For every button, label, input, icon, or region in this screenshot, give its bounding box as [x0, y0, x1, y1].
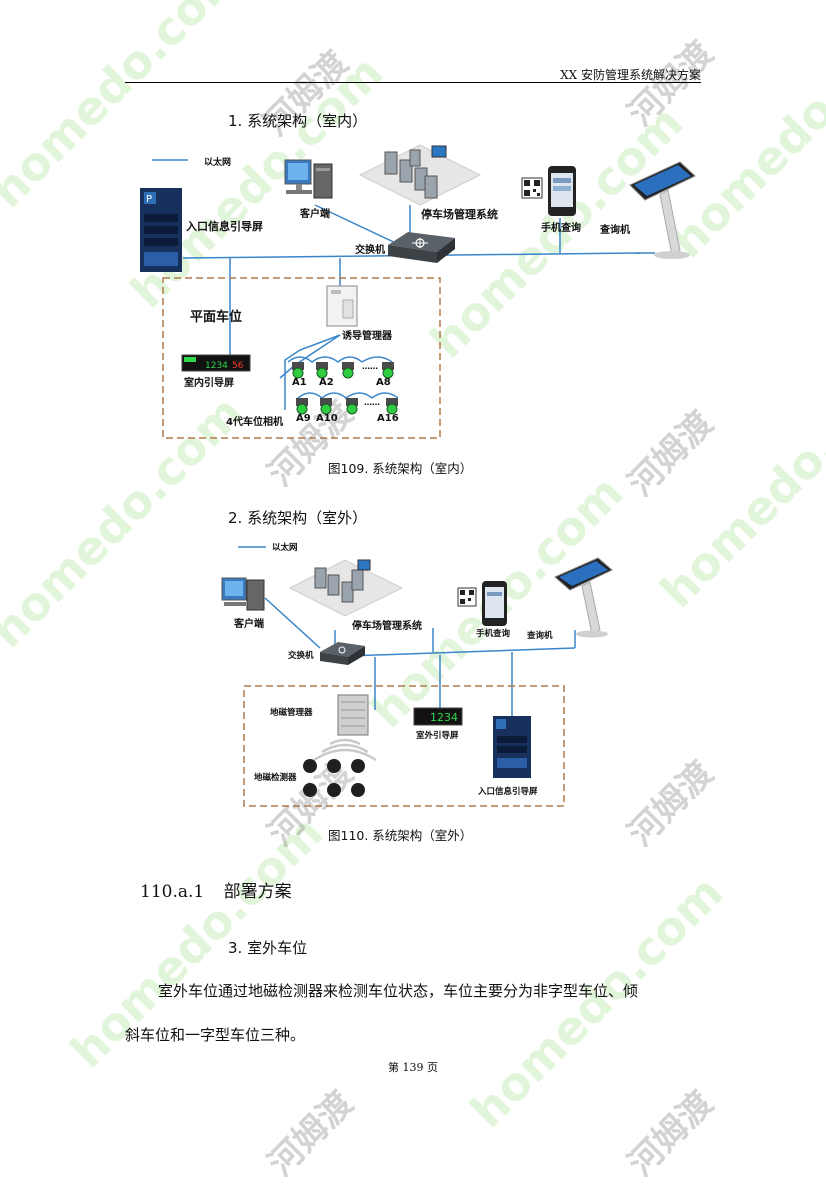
query-kiosk-label: 查询机 — [527, 631, 553, 641]
switch-label: 交换机 — [355, 245, 385, 256]
flat-parking-label: 平面车位 — [190, 310, 243, 325]
parking-camera-icon — [320, 398, 332, 415]
entrance-screen-label: 入口信息引导屏 — [478, 787, 538, 797]
mobile-query-label: 手机查询 — [476, 629, 511, 639]
network-switch-icon — [320, 642, 365, 665]
parking-camera-icon — [382, 362, 394, 379]
deploy-heading-text: 部署方案 — [223, 882, 292, 902]
parking-camera-icon — [346, 398, 358, 415]
client-label: 客户端 — [234, 619, 264, 630]
parking-camera-row-2 — [296, 398, 398, 415]
guide-manager-icon — [326, 285, 358, 327]
svg-text:P: P — [146, 194, 152, 205]
geomagnetic-detector-icon — [351, 759, 365, 773]
geomagnetic-manager-label: 地磁管理器 — [270, 708, 313, 718]
qr-code-icon — [457, 587, 477, 607]
camera-ellipsis-label: …… — [364, 398, 380, 407]
figure-109-caption: 图109. 系统架构（室内） — [328, 461, 473, 476]
server-cluster-icon — [288, 559, 404, 617]
figure-110-caption: 图110. 系统架构（室外） — [328, 828, 473, 843]
header-divider — [125, 82, 701, 83]
mobile-phone-icon — [548, 166, 576, 216]
server-cluster-icon — [358, 144, 482, 206]
paragraph-line-1: 室外车位通过地磁检测器来检测车位状态，车位主要分为非字型车位、倾 — [158, 982, 639, 1000]
parking-system-label: 停车场管理系统 — [352, 621, 422, 632]
entrance-screen-icon — [493, 716, 531, 778]
parking-camera-icon — [316, 362, 328, 379]
deploy-heading-number: 110.a.1 — [140, 882, 205, 902]
page-number: 第 139 页 — [388, 1061, 438, 1074]
geomagnetic-detector-icon — [303, 783, 317, 797]
geomagnetic-detector-icon — [303, 759, 317, 773]
geomagnetic-detector-icon — [327, 759, 341, 773]
camera-a1-label: A1 — [292, 377, 307, 388]
parking-camera-icon — [296, 398, 308, 415]
parking-camera-icon — [386, 398, 398, 415]
client-label: 客户端 — [300, 209, 330, 220]
client-pc-icon — [284, 159, 333, 199]
geomagnetic-detector-label: 地磁检测器 — [254, 773, 297, 783]
outdoor-dashed-area — [243, 685, 565, 807]
legend-ethernet-label: 以太网 — [204, 158, 232, 168]
parking-camera-icon — [292, 362, 304, 379]
parking-camera-row-1 — [292, 362, 394, 379]
geomagnetic-manager-icon — [337, 694, 369, 736]
wireless-signal-icon — [313, 738, 377, 762]
camera-a9-label: A9 — [296, 413, 311, 424]
parking-camera-icon — [342, 362, 354, 379]
indoor-screen-label: 室内引导屏 — [184, 378, 234, 389]
mobile-phone-icon — [482, 581, 507, 626]
outdoor-screen-label: 室外引导屏 — [416, 731, 459, 741]
outdoor-display-digits: 1234 — [430, 711, 458, 724]
query-kiosk-icon — [554, 557, 613, 638]
legend-ethernet-label: 以太网 — [272, 543, 298, 553]
outdoor-guide-screen-icon: 1234 — [413, 707, 463, 726]
entrance-screen-label: 入口信息引导屏 — [186, 220, 263, 233]
camera-gen4-label: 4代车位相机 — [226, 417, 283, 428]
camera-a10-label: A10 — [316, 413, 338, 424]
network-switch-icon — [388, 232, 455, 263]
svg-text:1234: 1234 — [205, 361, 228, 371]
indoor-guide-screen-icon: 1234 56 — [181, 354, 251, 372]
query-kiosk-label: 查询机 — [600, 225, 630, 236]
svg-text:56: 56 — [232, 361, 244, 371]
paragraph-line-2: 斜车位和一字型车位三种。 — [125, 1026, 306, 1044]
parking-system-label: 停车场管理系统 — [421, 208, 498, 221]
camera-a16-label: A16 — [377, 413, 399, 424]
section1-title: 1. 系统架构（室内） — [228, 112, 368, 130]
geomagnetic-detector-icon — [327, 783, 341, 797]
entrance-screen-icon: P — [140, 188, 182, 272]
geomagnetic-detectors — [303, 759, 365, 797]
client-pc-icon — [221, 577, 265, 611]
switch-label: 交换机 — [288, 651, 314, 661]
mobile-query-label: 手机查询 — [541, 223, 581, 234]
outdoor-architecture-diagram: 1234 — [221, 546, 613, 807]
geomagnetic-detector-icon — [351, 783, 365, 797]
query-kiosk-icon — [629, 161, 696, 259]
header-title: XX 安防管理系统解决方案 — [560, 68, 701, 82]
outdoor-parking-subtitle: 3. 室外车位 — [228, 939, 308, 957]
guide-manager-label: 诱导管理器 — [342, 331, 392, 342]
camera-a2-label: A2 — [319, 377, 334, 388]
section2-title: 2. 系统架构（室外） — [228, 509, 368, 527]
deploy-heading: 110.a.1 部署方案 — [140, 877, 292, 902]
indoor-dashed-area — [162, 277, 441, 439]
qr-code-icon — [521, 177, 543, 199]
camera-a8-label: A8 — [376, 377, 391, 388]
indoor-architecture-diagram: P — [140, 144, 696, 439]
camera-ellipsis-label: …… — [362, 362, 378, 371]
